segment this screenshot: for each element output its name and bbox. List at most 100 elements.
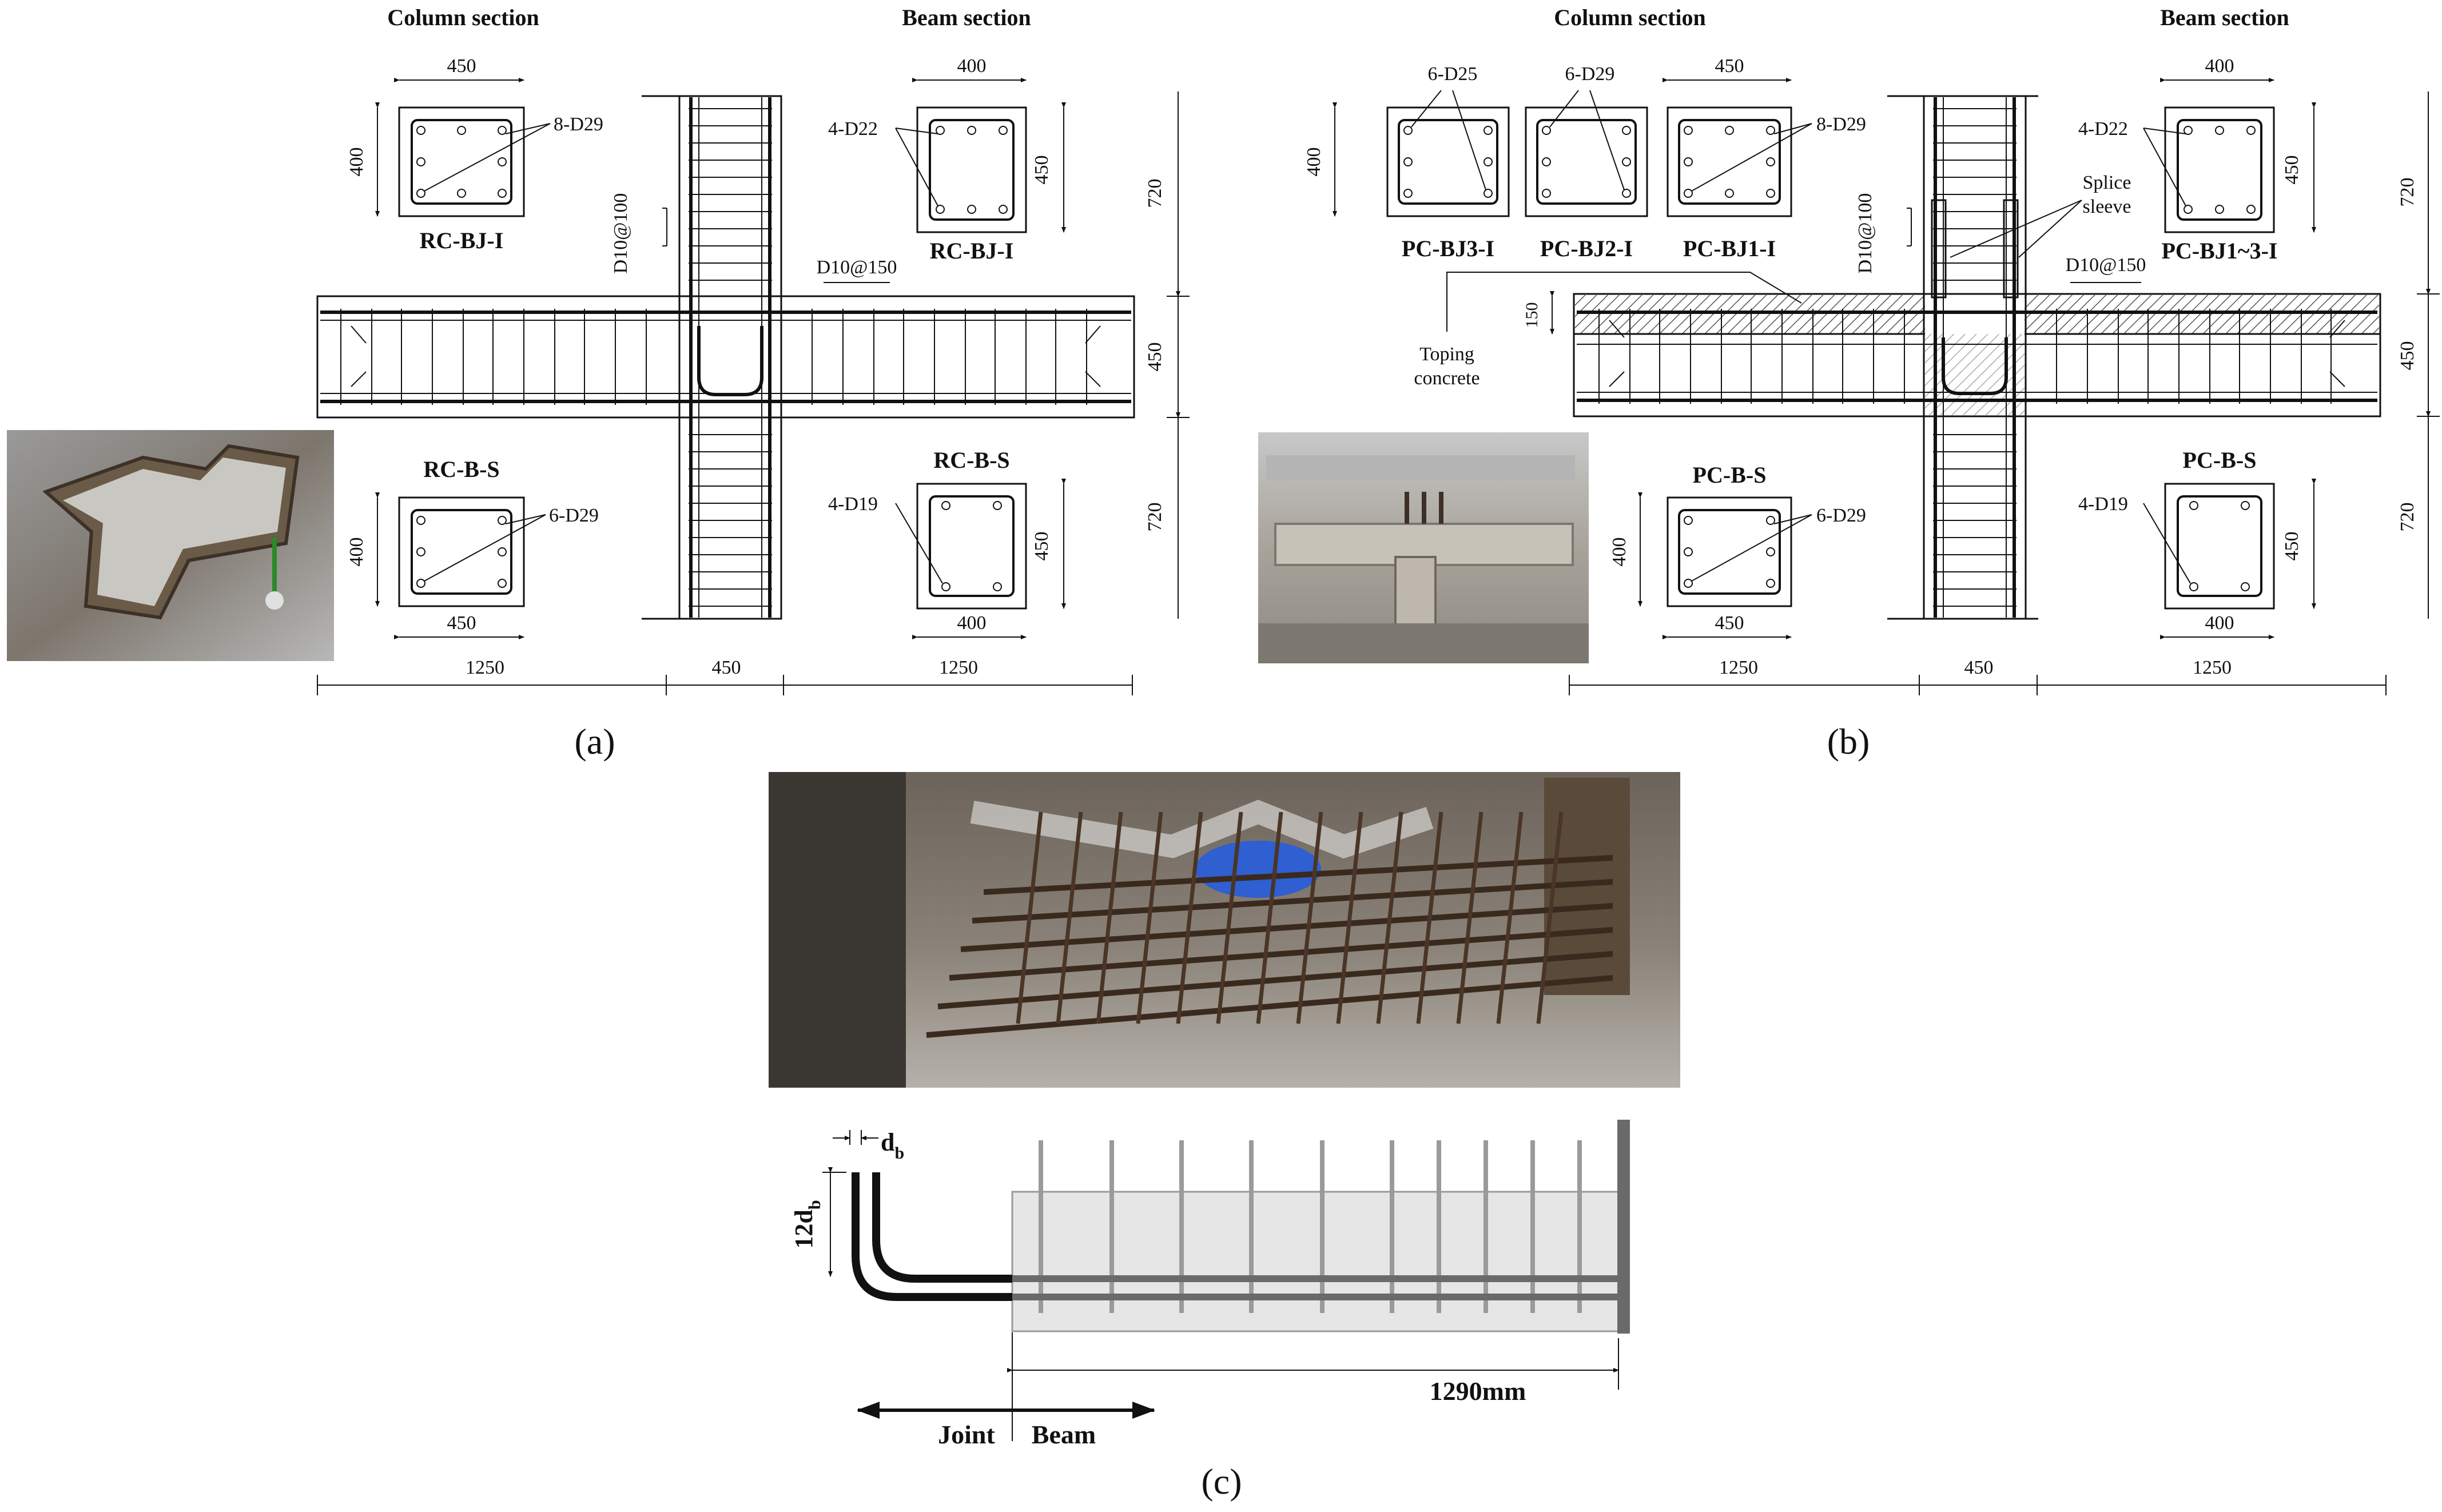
b-col1-name: PC-BJ3-I: [1402, 236, 1494, 261]
b-dim-right-bottom: 720: [2397, 503, 2418, 532]
photo-stirrup: [1536, 811, 1564, 1024]
photo-rebar: [937, 951, 1613, 1009]
b-panel-label: (b): [1827, 721, 1870, 762]
b-dim-right-mid: 450: [2397, 341, 2418, 371]
photo-stirrup: [1096, 811, 1123, 1024]
b-joint-elevation: D10@100 D10@150 Splice sleeve Toping con…: [1414, 91, 2440, 695]
c-hook-label: 12db: [790, 1200, 824, 1248]
a-column-section-heading: Column section: [387, 5, 539, 30]
panel-c: db 12db 1290mm Joint Beam (c): [769, 772, 1680, 1502]
b-col-bottom-bars: 6-D29: [1816, 505, 1866, 526]
photo-stirrup: [1296, 811, 1323, 1024]
b-beam-top-height: 450: [2281, 156, 2302, 185]
panel-a: Column section Beam section 450 400 8-D2…: [7, 5, 1190, 762]
a-col-top-height: 400: [346, 148, 367, 177]
b-dim-bottom-left: 1250: [1719, 657, 1758, 678]
panel-b: Column section Beam section 400 6-D25 PC…: [1258, 5, 2440, 762]
b-col1-bars: 6-D25: [1428, 63, 1478, 85]
b-beam-top-bars: 4-D22: [2078, 118, 2128, 140]
b-beam-bottom-bars: 4-D19: [2078, 494, 2128, 515]
a-dim-bottom-right: 1250: [939, 657, 978, 678]
b-topping-label-2: concrete: [1414, 368, 1479, 389]
photo-stirrup: [1216, 811, 1243, 1024]
b-beam-section-top: 400 4-D22 450 PC-BJ1~3-I: [2078, 55, 2316, 264]
photo-rebar: [972, 879, 1613, 924]
a-dim-right-mid: 450: [1144, 343, 1166, 372]
photo-stirrup: [1456, 811, 1484, 1024]
a-beam-top-name: RC-BJ-I: [930, 238, 1014, 264]
a-photo: [7, 430, 334, 661]
photo-stirrup: [1256, 811, 1283, 1024]
b-col3-name: PC-BJ1-I: [1683, 236, 1776, 261]
b-beam-bottom-height: 450: [2281, 532, 2302, 561]
photo-stirrup: [1496, 811, 1524, 1024]
b-topping-label-1: Toping: [1419, 344, 1474, 365]
b-col3-width: 450: [1715, 55, 1744, 77]
c-length-label: 1290mm: [1430, 1376, 1526, 1406]
b-col-bottom-width: 450: [1715, 612, 1744, 634]
b-splice-label-1: Splice: [2083, 172, 2131, 193]
a-beam-bottom-height: 450: [1031, 532, 1052, 561]
a-beam-top-height: 450: [1031, 156, 1052, 185]
a-dim-bottom-left: 1250: [466, 657, 504, 678]
a-beam-bottom-name: RC-B-S: [933, 447, 1009, 473]
a-joint-elevation: D10@100 D10@150 720 450 720 1250 450 125…: [316, 91, 1190, 695]
a-col-top-name: RC-BJ-I: [420, 228, 504, 253]
b-splice-label-2: sleeve: [2083, 196, 2131, 217]
c-beam-label: Beam: [1032, 1420, 1096, 1449]
a-col-bottom-width: 450: [447, 612, 476, 634]
photo-stirrup: [1136, 811, 1163, 1024]
c-db-label: db: [881, 1128, 904, 1163]
photo-stirrup: [1056, 811, 1083, 1024]
photo-rebar: [926, 975, 1613, 1038]
a-dim-bottom-mid: 450: [712, 657, 741, 678]
a-column-stirrup: D10@100: [610, 193, 631, 274]
a-col-bottom-height: 400: [346, 538, 367, 567]
a-col-section-bottom: RC-B-S 400 6-D29 450: [346, 456, 599, 639]
photo-stirrup: [1336, 811, 1363, 1024]
b-column-section-heading: Column section: [1554, 5, 1706, 30]
a-dim-right-top: 720: [1144, 179, 1166, 208]
a-col-top-bars: 8-D29: [554, 114, 603, 135]
b-beam-stirrup: D10@150: [2066, 254, 2146, 276]
b-col1-height: 400: [1303, 148, 1325, 177]
a-beam-bottom-bars: 4-D19: [828, 494, 878, 515]
b-col-section-1: 400 6-D25 PC-BJ3-I: [1303, 63, 1510, 261]
b-col2-bars: 6-D29: [1565, 63, 1615, 85]
b-beam-top-width: 400: [2205, 55, 2234, 77]
b-photo: [1258, 432, 1589, 663]
b-beam-bottom-name: PC-B-S: [2183, 447, 2257, 473]
photo-rebar: [983, 855, 1613, 895]
b-topping-dim: 150: [1522, 303, 1541, 328]
b-dim-bottom-right: 1250: [2193, 657, 2232, 678]
b-beam-bottom-width: 400: [2205, 612, 2234, 634]
c-joint-label: Joint: [938, 1420, 995, 1449]
a-beam-section-top: 400 4-D22 450 RC-BJ-I: [828, 55, 1066, 264]
photo-stirrup: [1176, 811, 1203, 1024]
b-beam-top-name: PC-BJ1~3-I: [2161, 238, 2277, 264]
photo-rebar: [960, 903, 1613, 952]
a-col-bottom-bars: 6-D29: [549, 505, 599, 526]
c-photo: [769, 772, 1680, 1088]
b-col-bottom-height: 400: [1609, 538, 1630, 567]
b-col-section-2: 6-D29 PC-BJ2-I: [1525, 63, 1648, 261]
b-beam-section-bottom: PC-B-S 4-D19 450 400: [2078, 447, 2316, 639]
b-col-bottom-name: PC-B-S: [1693, 462, 1767, 488]
a-panel-label: (a): [574, 721, 615, 762]
photo-stirrup: [1376, 811, 1403, 1024]
c-panel-label: (c): [1201, 1461, 1242, 1502]
photo-rebar: [949, 927, 1613, 981]
b-beam-section-heading: Beam section: [2160, 5, 2289, 30]
b-col3-bars: 8-D29: [1816, 114, 1866, 135]
photo-stirrup: [1016, 811, 1043, 1024]
a-beam-section-bottom: RC-B-S 4-D19 450 400: [828, 447, 1066, 639]
b-column-stirrup: D10@100: [1855, 193, 1876, 274]
photo-stirrup: [1416, 811, 1443, 1024]
b-col-section-3: 450 8-D29 PC-BJ1-I: [1663, 55, 1866, 261]
a-beam-top-bars: 4-D22: [828, 118, 878, 140]
a-col-section-top: 450 400 8-D29 RC-BJ-I: [346, 55, 603, 253]
a-beam-bottom-width: 400: [957, 612, 987, 634]
a-col-top-width: 450: [447, 55, 476, 77]
a-beam-section-heading: Beam section: [902, 5, 1031, 30]
